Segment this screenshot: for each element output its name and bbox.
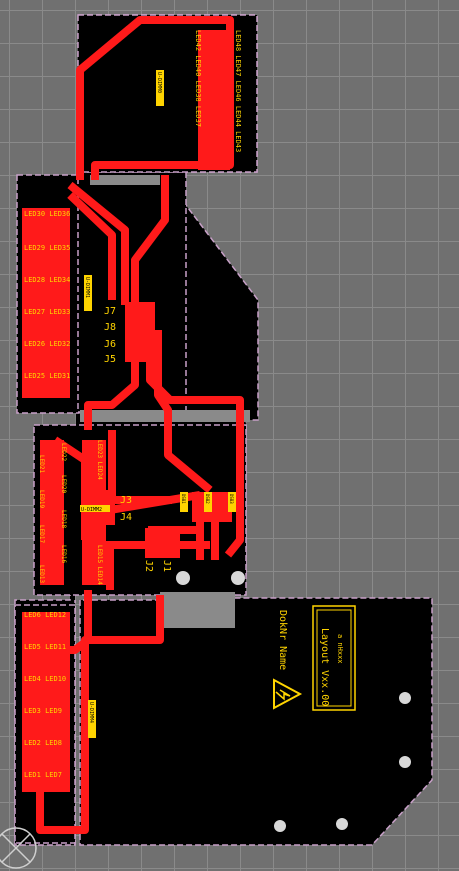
led-label-left-upper: LED26 LED32 <box>24 340 70 348</box>
led-label-mid: LED22 <box>60 443 67 461</box>
led-label-mid: LED15 LED14 <box>96 545 103 585</box>
led-label-mid: LED17 <box>38 525 45 543</box>
title-layout: Layout Vxx.00 <box>319 628 330 706</box>
led-label-left-lower: LED5 LED11 <box>24 643 66 651</box>
led-label-mid: LED18 <box>60 510 67 528</box>
led-label-left-upper: LED25 LED31 <box>24 372 70 380</box>
tag-label: U-DIMM4 <box>88 702 94 723</box>
led-label-left-upper: LED27 LED33 <box>24 308 70 316</box>
tag-label: DSB1 <box>181 494 186 504</box>
title-frame-inner <box>316 609 352 707</box>
connector-label: J7 <box>104 306 116 317</box>
led-label-mid: LED13 <box>38 565 45 583</box>
title-sub: a nHxxx <box>336 634 344 664</box>
led-label-left-upper: LED30 LED36 <box>24 210 70 218</box>
led-label-mid: LED21 <box>38 455 45 473</box>
led-label-left-lower: LED1 LED7 <box>24 771 62 779</box>
connector-label: J4 <box>120 512 132 523</box>
tag-label: DSB2 <box>205 494 210 504</box>
led-label-mid: LED19 <box>38 490 45 508</box>
led-label-left-lower: LED2 LED8 <box>24 739 62 747</box>
led-column-top-b: LED42 LED40 LED38 LED37 <box>194 30 202 127</box>
connector-label: J6 <box>104 339 116 350</box>
board-gaps <box>80 175 250 628</box>
copper-pads <box>22 30 232 792</box>
led-label-left-lower: LED6 LED12 <box>24 611 66 619</box>
led-label-left-lower: LED3 LED9 <box>24 707 62 715</box>
title-name: DokNr Name <box>277 610 288 670</box>
led-label-left-lower: LED4 LED10 <box>24 675 66 683</box>
led-label-mid: LED20 <box>60 475 67 493</box>
connector-label: J3 <box>120 495 132 506</box>
tag-label: U-DIMM2 <box>81 507 102 513</box>
mounting-holes <box>176 571 411 832</box>
led-label-left-upper: LED28 LED34 <box>24 276 70 284</box>
connector-label: J5 <box>104 354 116 365</box>
connector-label: J1 <box>161 560 172 572</box>
led-label-left-upper: LED29 LED35 <box>24 244 70 252</box>
title-frame <box>312 605 356 711</box>
tag-label: U-DIMM1 <box>84 277 90 298</box>
fiducial <box>0 827 37 869</box>
led-column-top-a: LED48 LED47 LED46 LED44 LED43 <box>234 30 242 152</box>
tag-label: U-DIMM0 <box>156 72 162 93</box>
connector-label: J8 <box>104 322 116 333</box>
led-label-mid: LED23 LED24 <box>96 440 103 480</box>
esd-warning-icon <box>273 678 303 710</box>
component-tags: U-DIMM0 U-DIMM1 U-DIMM2 U-DIMM4 DSB1 DSB… <box>80 70 236 738</box>
led-label-mid: LED16 <box>60 545 67 563</box>
connector-label: J2 <box>143 560 154 572</box>
tag-label: DSB3 <box>229 494 234 504</box>
